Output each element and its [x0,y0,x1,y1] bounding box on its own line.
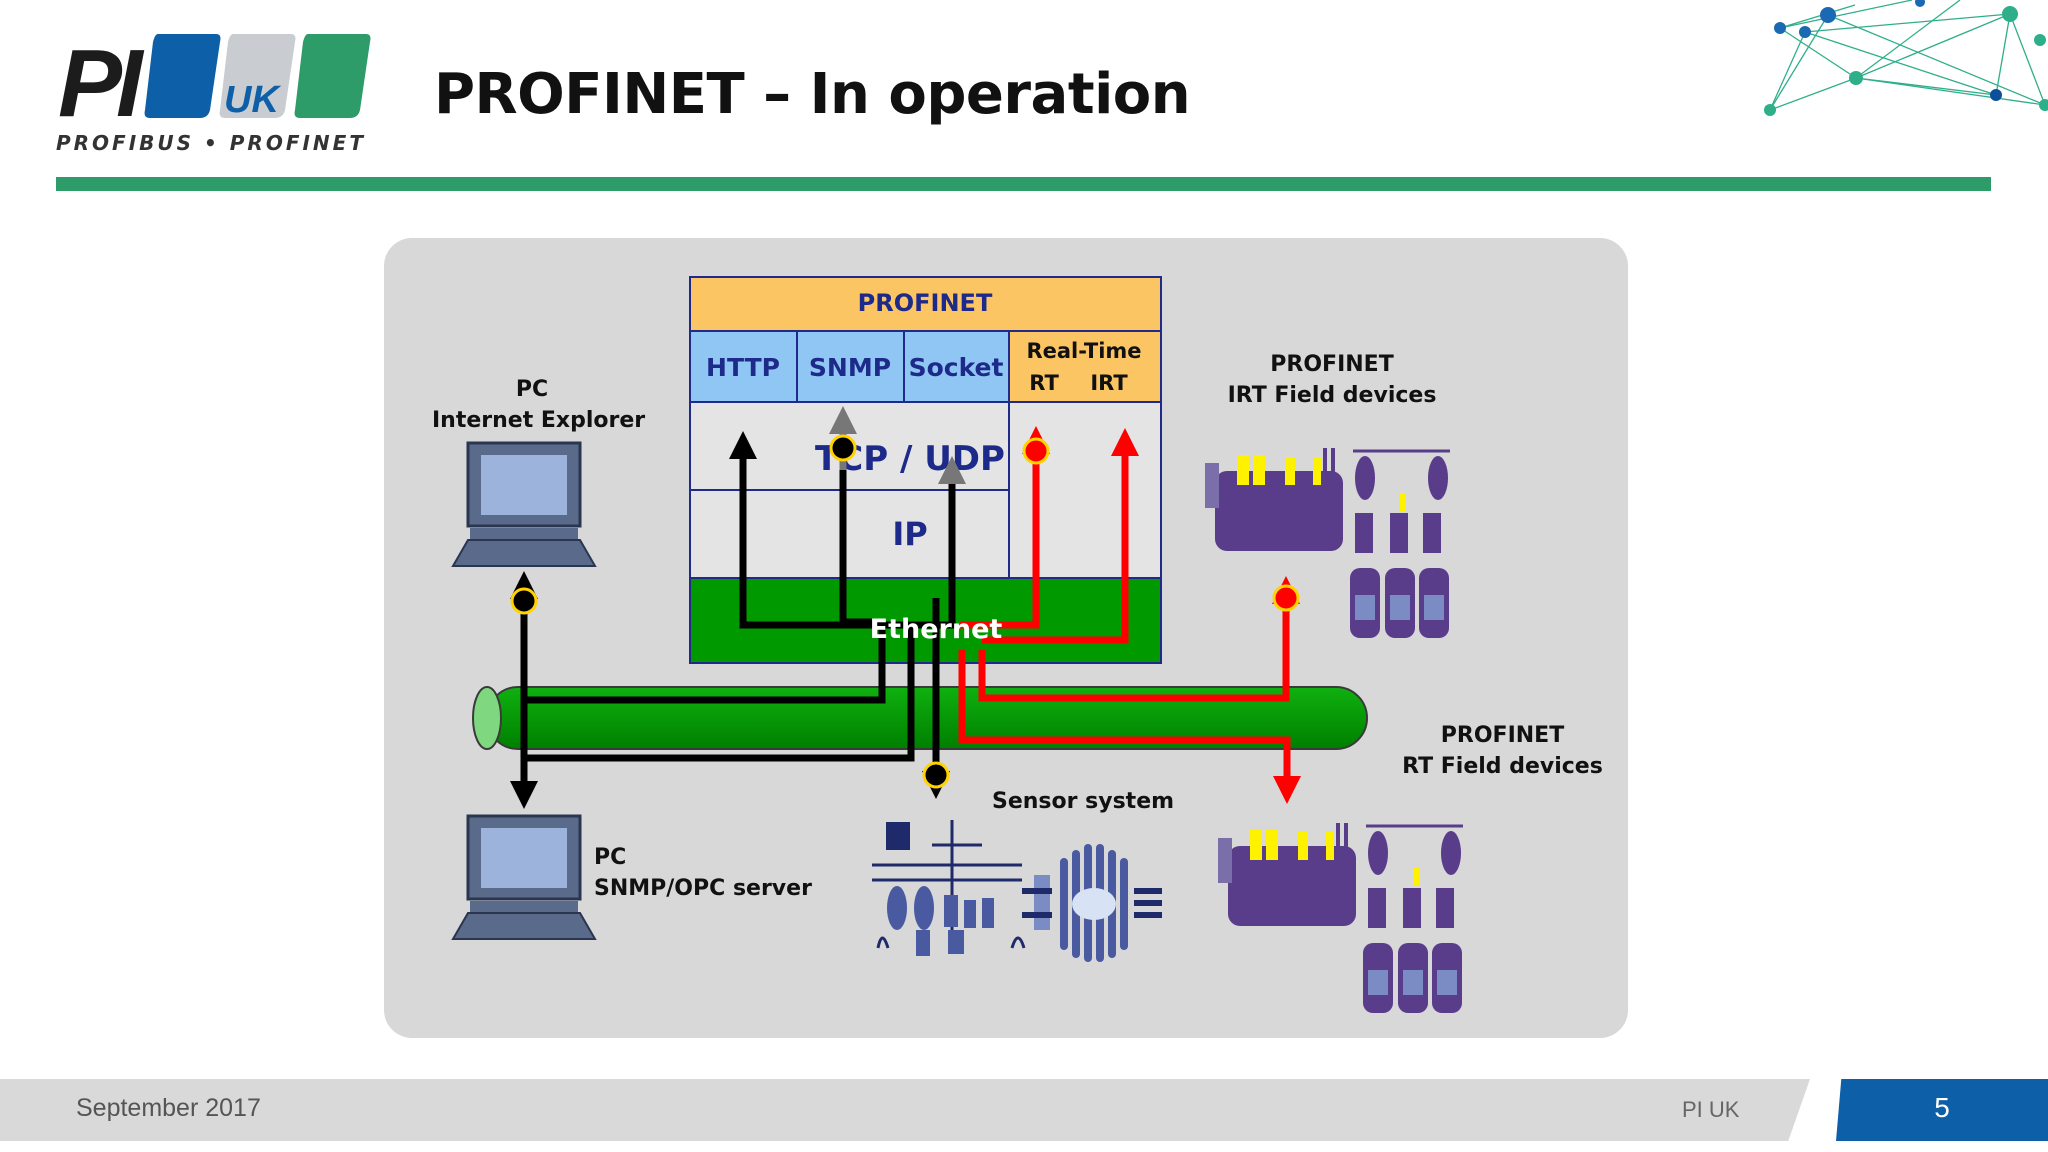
http-cell [689,330,798,403]
irt-device-path [978,576,1300,702]
rt-devices-label: PROFINET RT Field devices [1395,720,1610,782]
snmp-path [520,445,886,704]
path-markers [510,434,1300,789]
socket-label: Socket [909,353,1004,382]
sensor-coil [1022,844,1162,962]
field-device-icon [1218,823,1463,1013]
page-number-tab [1836,1079,2048,1141]
footer-date: September 2017 [76,1094,261,1122]
ethernet-label: Ethernet [870,614,1003,645]
pc-top-line2: Internet Explorer [432,408,646,433]
pc-bottom-label: PC SNMP/OPC server [594,842,812,904]
computer-icon [451,441,597,567]
rt-devices-line2: RT Field devices [1402,754,1603,779]
snmp-label: SNMP [809,353,891,382]
irt-devices-line2: IRT Field devices [1227,383,1437,408]
rt-label: RT [1029,371,1059,395]
sensor-system-label: Sensor system [992,789,1175,814]
logo-grey-tile [219,34,296,118]
page-title: PROFINET – In operation [434,62,1191,127]
computer-icon [451,814,597,940]
logo-box-text: UK [224,79,281,121]
stack-title: PROFINET [858,289,993,317]
socket-cell [903,330,1010,403]
pc-bottom-line2: SNMP/OPC server [594,876,812,901]
standard-channel-paths [510,431,966,809]
realtime-label: Real-Time [1026,339,1141,363]
irt-devices-line1: PROFINET [1270,352,1394,377]
snmp-cell [796,330,905,403]
pc-top-label: PC Internet Explorer [432,374,646,436]
network-graph-icon [1764,0,2048,116]
pc-top-line1: PC [515,377,549,402]
irt-stack-path [982,428,1139,644]
rt-device-path [958,650,1301,804]
logo-tagline: PROFIBUS • PROFINET [56,131,366,155]
protocol-stack: PROFINET HTTP SNMP Socket Real-Time RT I… [689,276,1162,664]
title-divider [56,177,1991,191]
ip-label: IP [892,515,927,553]
irt-devices-label: PROFINET IRT Field devices [1222,349,1442,411]
http-label: HTTP [706,353,780,382]
logo-blue-tile [144,34,221,118]
realtime-channel-paths [958,426,1301,804]
http-path [729,431,911,629]
pc-bottom-line1: PC [594,845,627,870]
snmp-socket-path [520,456,966,762]
rt-devices-line1: PROFINET [1440,723,1565,748]
irt-label: IRT [1090,371,1128,395]
footer-bar [0,1079,1810,1141]
sensor-system-icon [872,820,1162,962]
ethernet-layer [689,577,1162,664]
logo-green-tile [294,34,371,118]
logo-mark: PI [58,30,145,137]
pi-uk-logo: PI UK PROFIBUS • PROFINET [56,30,371,155]
page-number: 5 [1934,1092,1950,1123]
realtime-cell [1008,330,1162,403]
field-device-icon [1205,448,1450,638]
rt-stack-path [960,426,1050,629]
footer-organization: PI UK [1682,1097,1740,1122]
